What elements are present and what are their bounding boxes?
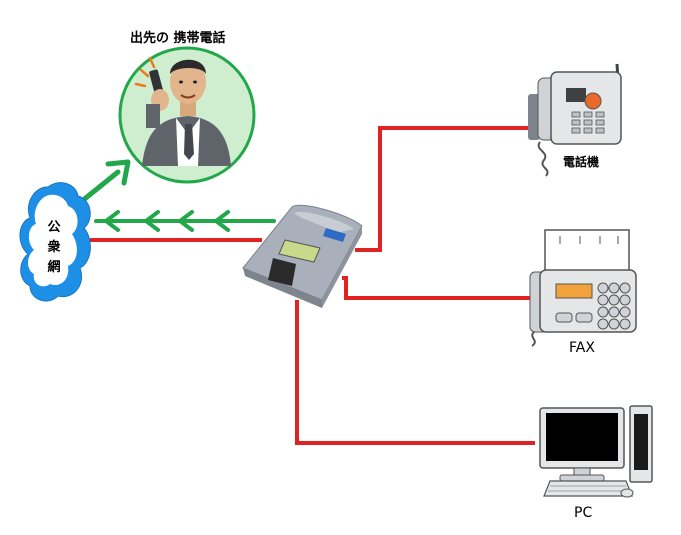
green-chevron: [212, 210, 230, 232]
pc-label: PC: [574, 505, 593, 521]
public-network-cloud: [19, 182, 91, 302]
mobile-phone-label: 出先の 携帯電話: [130, 31, 226, 46]
green-chevron: [142, 210, 160, 232]
mobile-user: [118, 46, 256, 184]
line-device-to-fax: [342, 276, 530, 300]
line-device-to-telephone: [355, 126, 528, 252]
fax-label: FAX: [569, 340, 595, 356]
green-chevron: [102, 210, 120, 232]
pc: [539, 405, 653, 498]
green-arrow-to-mobile: [79, 159, 131, 204]
red-lines: [90, 126, 535, 445]
telephone-label: 電話機: [563, 155, 600, 169]
public-network-label: 公衆網: [47, 220, 61, 275]
telephone: [528, 63, 622, 177]
line-device-to-pc: [295, 300, 535, 445]
fax-machine: [529, 229, 637, 347]
green-chevron: [176, 210, 194, 232]
adapter-device: [242, 204, 363, 308]
green-forward-line: [94, 210, 276, 232]
